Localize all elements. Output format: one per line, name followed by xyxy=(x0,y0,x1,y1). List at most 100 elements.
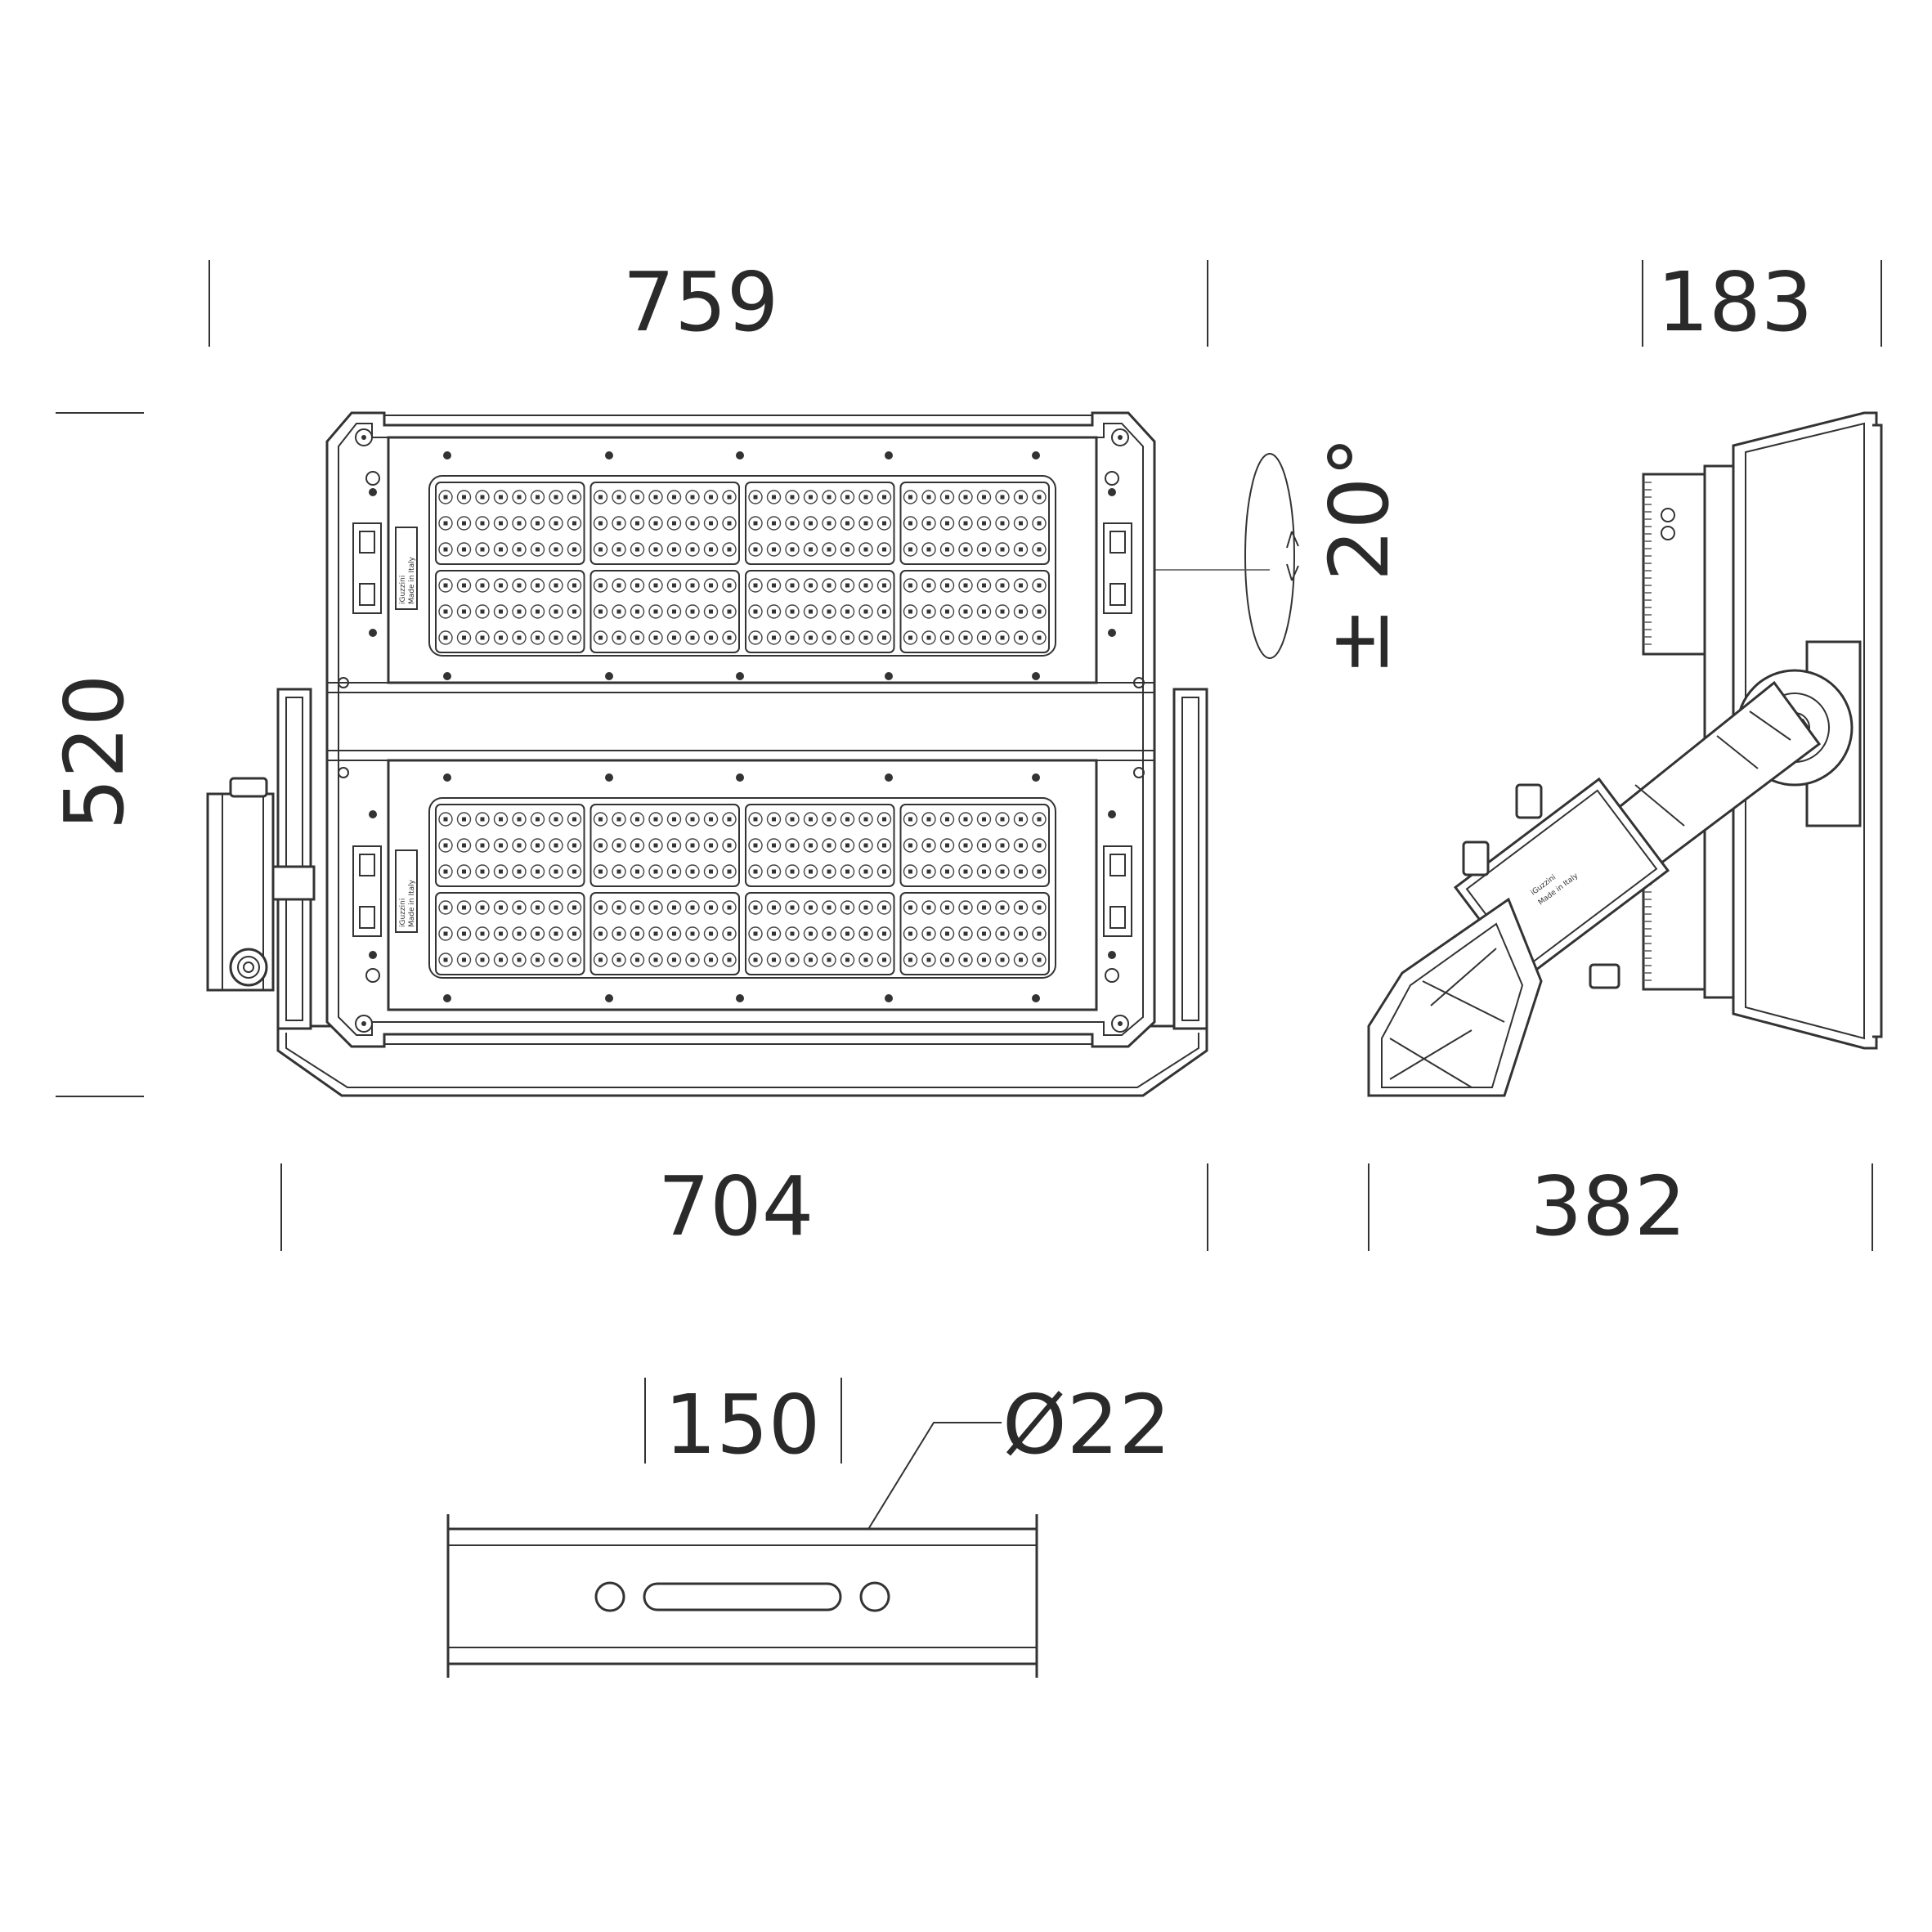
led-chip xyxy=(827,869,832,874)
led-chip xyxy=(809,635,813,640)
dim-tilt-text: ± 20° xyxy=(1311,437,1407,676)
led-chip xyxy=(635,843,639,848)
led-chip xyxy=(554,521,558,526)
led-chip xyxy=(635,931,639,936)
led-chip xyxy=(462,905,466,910)
led-module xyxy=(589,892,740,975)
led-chip xyxy=(616,547,621,552)
led-chip xyxy=(982,817,986,822)
led-chip xyxy=(690,931,695,936)
led-chip xyxy=(772,931,776,936)
led-chip xyxy=(1037,931,1042,936)
led-chip xyxy=(863,547,868,552)
led-chip xyxy=(845,957,849,962)
led-chip xyxy=(672,635,676,640)
led-chip xyxy=(827,905,832,910)
led-chip xyxy=(1000,547,1005,552)
led-chip xyxy=(462,521,466,526)
led-chip xyxy=(845,817,849,822)
led-chip xyxy=(499,583,503,588)
led-chip xyxy=(536,869,540,874)
led-chip xyxy=(616,609,621,614)
led-chip xyxy=(554,957,558,962)
led-chip xyxy=(882,905,886,910)
led-chip xyxy=(845,521,849,526)
led-chip xyxy=(882,547,886,552)
led-chip xyxy=(480,583,485,588)
led-chip xyxy=(809,583,813,588)
led-chip xyxy=(517,583,522,588)
led-chip xyxy=(499,843,503,848)
led-chip xyxy=(753,957,758,962)
led-chip xyxy=(554,495,558,500)
led-chip xyxy=(772,583,776,588)
led-chip xyxy=(462,495,466,500)
dimension-diameter: Ø22 xyxy=(832,1377,1171,1589)
led-chip xyxy=(863,817,868,822)
led-chip xyxy=(572,495,576,500)
led-chip xyxy=(982,957,986,962)
side-latch-left-upper xyxy=(352,522,382,614)
led-chip xyxy=(690,609,695,614)
led-chip xyxy=(772,869,776,874)
led-chip xyxy=(536,547,540,552)
led-chip xyxy=(926,495,931,500)
led-chip xyxy=(635,957,639,962)
led-module xyxy=(435,482,585,565)
led-chip xyxy=(554,635,558,640)
led-chip xyxy=(1019,869,1023,874)
led-chip xyxy=(926,817,931,822)
led-chip xyxy=(908,609,912,614)
screw xyxy=(605,773,613,782)
yoke-arm-right xyxy=(1172,688,1208,1030)
led-chip xyxy=(499,609,503,614)
led-module xyxy=(435,892,585,975)
led-panel-upper: iGuzzini Made in Italy xyxy=(352,436,1132,684)
led-chip xyxy=(963,843,968,848)
led-chip xyxy=(709,547,713,552)
led-chip xyxy=(1000,521,1005,526)
led-chip xyxy=(863,869,868,874)
led-chip xyxy=(462,583,466,588)
led-chip xyxy=(653,843,658,848)
led-chip xyxy=(480,547,485,552)
led-chip xyxy=(1037,583,1042,588)
led-chip xyxy=(480,931,485,936)
led-chip xyxy=(517,869,522,874)
led-chip xyxy=(809,905,813,910)
led-chip xyxy=(690,547,695,552)
led-chip xyxy=(536,521,540,526)
screw xyxy=(1032,773,1040,782)
led-chip xyxy=(827,609,832,614)
led-chip xyxy=(635,609,639,614)
led-chip xyxy=(945,495,949,500)
led-chip xyxy=(1000,957,1005,962)
led-chip xyxy=(635,495,639,500)
led-module xyxy=(435,570,585,653)
dim-width-bottom-text: 704 xyxy=(658,1159,814,1254)
led-chip xyxy=(480,905,485,910)
led-chip xyxy=(598,521,603,526)
led-chip xyxy=(554,609,558,614)
dim-depth-top-text: 183 xyxy=(1657,254,1813,350)
led-chip xyxy=(908,869,912,874)
led-chip xyxy=(945,869,949,874)
led-chip xyxy=(690,843,695,848)
led-chip xyxy=(635,817,639,822)
screw xyxy=(736,994,744,1002)
led-chip xyxy=(753,931,758,936)
led-chip xyxy=(709,817,713,822)
led-chip xyxy=(672,547,676,552)
led-chip xyxy=(908,547,912,552)
led-chip xyxy=(598,547,603,552)
led-chip xyxy=(443,521,448,526)
led-chip xyxy=(672,843,676,848)
junction-box-left xyxy=(206,777,316,992)
made-in-lower: Made in Italy xyxy=(408,879,416,927)
led-chip xyxy=(598,635,603,640)
led-chip xyxy=(616,931,621,936)
led-chip xyxy=(945,547,949,552)
brand-label-upper: iGuzzini Made in Italy xyxy=(395,527,418,610)
led-chip xyxy=(1037,495,1042,500)
led-chip xyxy=(926,583,931,588)
